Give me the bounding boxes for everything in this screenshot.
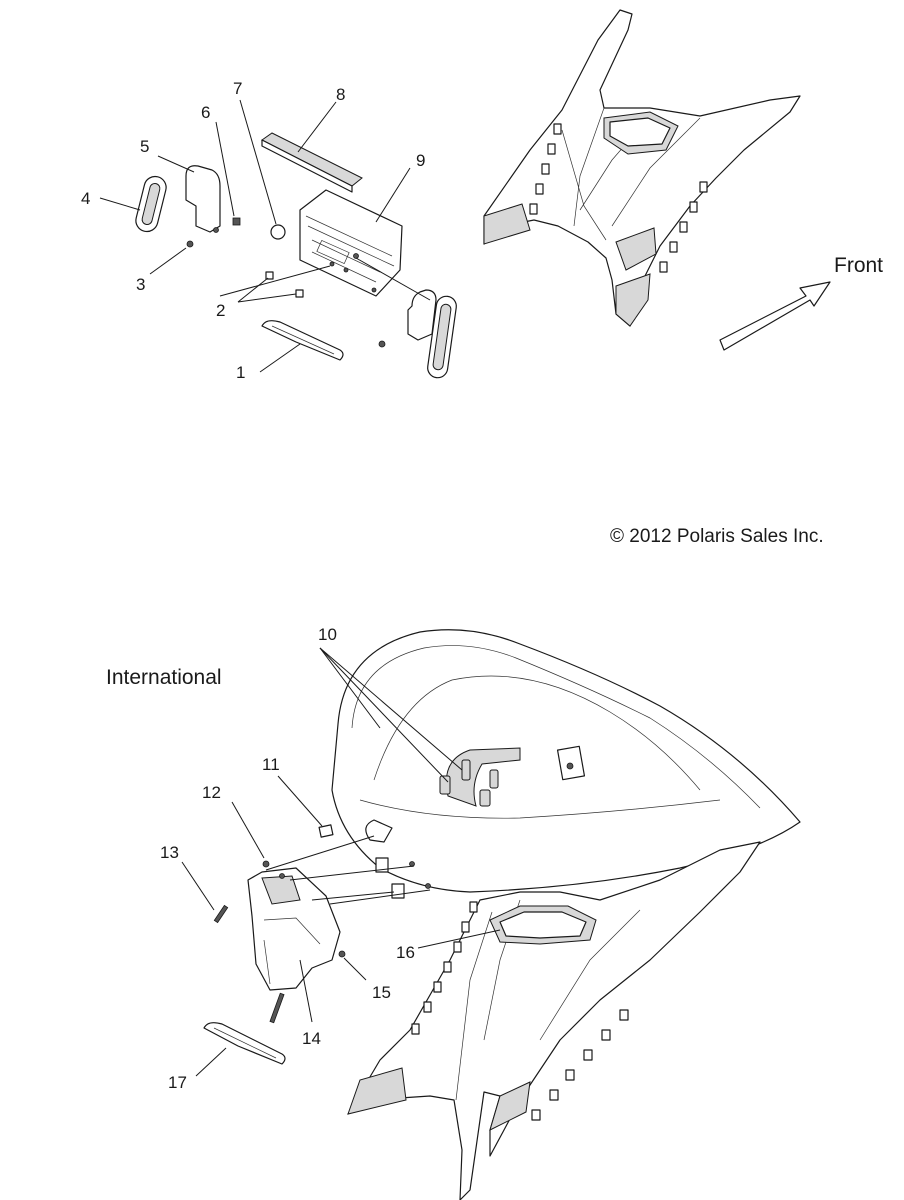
- callout-5: 5: [140, 137, 149, 156]
- hood-bottom-tabs-right: [531, 1009, 629, 1121]
- part-14-bolt: [269, 992, 285, 1024]
- part-5-bracket: [185, 165, 221, 233]
- hood-tabs-right: [659, 181, 708, 273]
- top-assembly: 1 2 3 4 5 6 7 8 9: [81, 9, 883, 382]
- callout-10: 10: [318, 625, 337, 644]
- part-1-plate: [261, 320, 344, 361]
- hood-panel-bottom: [347, 841, 761, 1200]
- front-label: Front: [834, 254, 883, 277]
- callout-6: 6: [201, 103, 210, 122]
- callout-14: 14: [302, 1029, 321, 1048]
- callout-2: 2: [216, 301, 225, 320]
- callout-1: 1: [236, 363, 245, 382]
- callout-16: 16: [396, 943, 415, 962]
- hood-bottom-tabs-left: [411, 901, 478, 1035]
- part-6-nut: [232, 217, 241, 226]
- right-bracket-grommet: [378, 289, 457, 379]
- international-label: International: [106, 666, 222, 689]
- part-3-screw: [186, 240, 194, 248]
- copyright-text: © 2012 Polaris Sales Inc.: [610, 526, 824, 547]
- callout-3: 3: [136, 275, 145, 294]
- part-13-bolt: [213, 904, 229, 924]
- part-15-nut: [338, 950, 346, 958]
- callout-12: 12: [202, 783, 221, 802]
- callout-7: 7: [233, 79, 242, 98]
- part-17-plate: [203, 1022, 286, 1065]
- part-4-grommet: [135, 175, 167, 233]
- hood-tabs-left: [529, 123, 562, 215]
- callout-11: 11: [262, 755, 280, 774]
- bottom-leader-lines: [181, 647, 501, 1077]
- callout-4: 4: [81, 189, 90, 208]
- front-arrow: [719, 281, 831, 351]
- callout-9: 9: [416, 151, 425, 170]
- part-14-bracket: [247, 860, 341, 991]
- bottom-assembly: International: [106, 625, 801, 1200]
- hood-panel-top: [483, 9, 801, 327]
- part-2-nuts: [265, 271, 304, 298]
- callout-8: 8: [336, 85, 345, 104]
- part-11-block: [318, 824, 334, 838]
- top-leader-lines: [99, 99, 431, 373]
- callout-13: 13: [160, 843, 179, 862]
- callout-15: 15: [372, 983, 391, 1002]
- part-10-fasteners: [439, 759, 499, 807]
- part-7-plug: [270, 224, 286, 240]
- part-8-bar: [261, 132, 363, 193]
- callout-17: 17: [168, 1073, 187, 1092]
